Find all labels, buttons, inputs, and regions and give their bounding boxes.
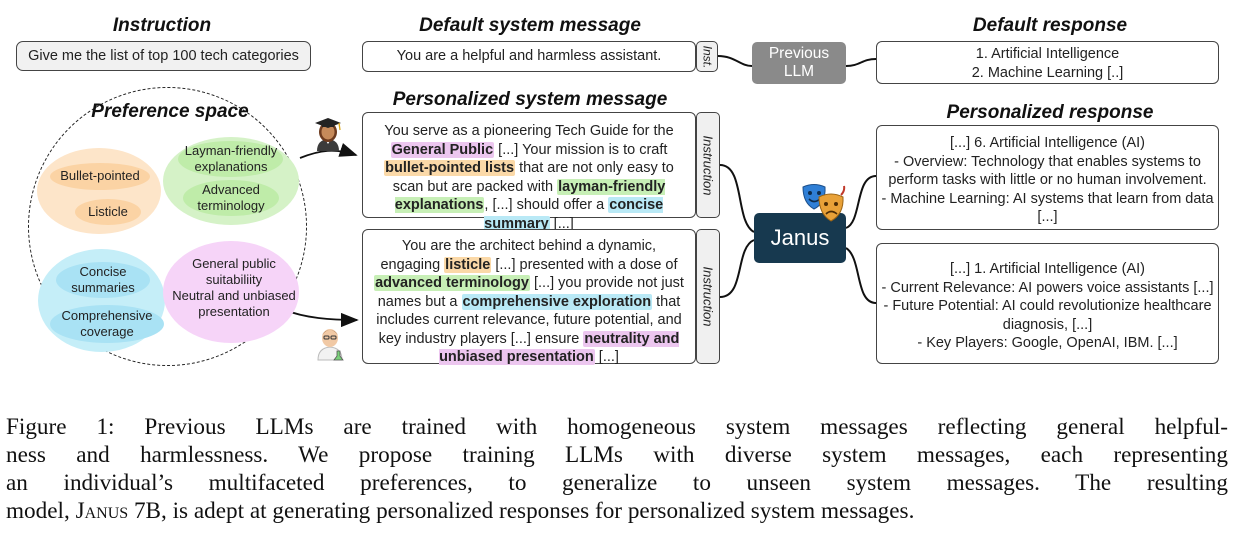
theater-masks-icon xyxy=(800,181,846,225)
pref-bullet-pointed: Bullet-pointed xyxy=(60,168,140,183)
previous-llm-line2: LLM xyxy=(783,63,815,80)
sys2-highlight-advanced: advanced terminology xyxy=(374,275,530,291)
figure-caption: Figure 1: Previous LLMs are trained with… xyxy=(6,413,1228,525)
personalized-system-box-2: You are the architect behind a dynamic, … xyxy=(362,229,696,367)
sys1-highlight-general-public: General Public xyxy=(390,141,495,158)
inst-to-previous-llm-line xyxy=(717,55,753,67)
resp2-line1: [...] 1. Artificial Intelligence (AI) xyxy=(949,261,1146,277)
default-response-box: 1. Artificial Intelligence 2. Machine Le… xyxy=(876,41,1219,84)
pref-advanced-terminology: Advanced terminology xyxy=(197,182,265,213)
resp1-line4: - Machine Learning: AI systems that lear… xyxy=(881,190,1214,207)
sys2-to-janus-line xyxy=(719,239,755,298)
caption-line-4: model, Janus 7B, is adept at generating … xyxy=(6,497,1228,525)
instruction-text: Give me the list of top 100 tech categor… xyxy=(28,47,299,64)
caption-line-2: ness and harmlessness. We propose traini… xyxy=(6,442,1228,468)
default-system-text: You are a helpful and harmless assistant… xyxy=(396,48,662,65)
purple-preference-blob xyxy=(163,241,299,343)
sys1-to-janus-line xyxy=(719,164,755,233)
resp1-line1: [...] 6. Artificial Intelligence (AI) xyxy=(949,135,1146,151)
sys1-text-1: You serve as a pioneering Tech Guide for… xyxy=(384,123,674,139)
pref-general-public: General public suitabiliity xyxy=(192,256,276,287)
resp2-line2: - Current Relevance: AI powers voice ass… xyxy=(881,279,1214,296)
caption-line-4-a: model, xyxy=(6,498,76,524)
pref-layman-friendly: Layman-friendly explanations xyxy=(184,143,278,174)
default-response-line1: 1. Artificial Intelligence xyxy=(975,46,1120,62)
listicle-pill xyxy=(75,199,141,225)
pref-concise-summaries: Concise summaries xyxy=(71,264,135,295)
inst-tab-label: Inst. xyxy=(700,45,714,68)
default-response-heading: Default response xyxy=(972,15,1128,36)
sys2-text-3: [...] you provide not just names but a xyxy=(377,275,684,310)
caption-janus-smallcaps: Janus xyxy=(75,498,129,524)
janus-to-resp2-line xyxy=(845,247,877,304)
instruction-tab-2-label: Instruction xyxy=(700,266,716,327)
concise-pill xyxy=(56,262,150,298)
pref-listicle: Listicle xyxy=(88,204,128,219)
resp1-line2: - Overview: Technology that enables syst… xyxy=(894,153,1201,170)
layman-pill xyxy=(178,141,283,177)
preference-space-heading: Preference space xyxy=(91,101,249,122)
previous-llm-line1: Previous xyxy=(768,45,830,62)
advanced-pill xyxy=(183,180,279,216)
personalized-system-box-1: You serve as a pioneering Tech Guide for… xyxy=(362,112,696,232)
sys2-text-2: [...] presented with a dose of xyxy=(491,256,678,273)
personalized-response-heading: Personalized response xyxy=(946,102,1154,123)
previous-llm-box: Previous LLM xyxy=(752,42,846,84)
personalized-system-text-1: You serve as a pioneering Tech Guide for… xyxy=(371,122,687,233)
instruction-tab-1-label: Instruction xyxy=(700,135,716,195)
sys1-text-3: that are not only easy to scan but are p… xyxy=(392,160,674,195)
scientist-icon xyxy=(313,321,347,361)
resp2-line4: diagnosis, [...] xyxy=(1002,316,1093,333)
caption-line-3: an individual’s multifaceted preferences… xyxy=(6,470,1228,496)
instruction-tab-1: Instruction xyxy=(696,112,720,218)
sys2-highlight-listicle: listicle xyxy=(444,256,492,273)
instruction-tab-2: Instruction xyxy=(696,229,720,364)
sys1-highlight-bullet-pointed: bullet-pointed lists xyxy=(384,160,516,176)
caption-line-4-c: 7B, is adept at generating personalized … xyxy=(128,498,915,524)
sys2-text-4: that includes current relevance, future … xyxy=(376,293,682,347)
woman-graduate-icon xyxy=(311,113,345,153)
resp1-line5: [...] xyxy=(1037,209,1058,225)
personalized-system-heading: Personalized system message xyxy=(392,89,668,110)
janus-to-resp1-line xyxy=(845,175,877,229)
instruction-heading: Instruction xyxy=(112,15,212,36)
previous-llm-to-response-line xyxy=(845,58,877,67)
resp1-line3: perform tasks with little or no human in… xyxy=(888,172,1207,188)
pref-neutral-unbiased: Neutral and unbiased presentation xyxy=(172,288,296,319)
instruction-box: Give me the list of top 100 tech categor… xyxy=(16,41,311,71)
personalized-response-box-1: [...] 6. Artificial Intelligence (AI) - … xyxy=(876,125,1219,230)
resp2-line5: - Key Players: Google, OpenAI, IBM. [...… xyxy=(917,335,1178,351)
default-system-heading: Default system message xyxy=(419,15,641,36)
bullet-pointed-pill xyxy=(50,163,150,190)
sys2-text-5: [...] xyxy=(594,349,619,365)
inst-tab: Inst. xyxy=(696,41,718,72)
sys2-text-1: You are the architect behind a dynamic, … xyxy=(380,238,657,273)
default-system-box: You are a helpful and harmless assistant… xyxy=(362,41,696,72)
resp2-line3: - Future Potential: AI could revolutioni… xyxy=(883,298,1212,314)
sys1-text-4: , [...] should offer a xyxy=(484,197,609,213)
pref-comprehensive-coverage: Comprehensive coverage xyxy=(61,308,153,339)
personalized-response-box-2: [...] 1. Artificial Intelligence (AI) - … xyxy=(876,243,1219,364)
janus-label: Janus xyxy=(770,225,830,250)
sys2-highlight-comprehensive: comprehensive exploration xyxy=(461,293,653,310)
caption-line-1: Figure 1: Previous LLMs are trained with… xyxy=(6,414,1228,440)
comprehensive-pill xyxy=(50,305,164,343)
preference-space-circle xyxy=(28,87,307,366)
sys1-text-2: [...] Your mission is to craft xyxy=(494,141,668,158)
sys1-text-5: [...] xyxy=(549,215,574,232)
default-response-line2: 2. Machine Learning [..] xyxy=(971,64,1124,81)
personalized-system-text-2: You are the architect behind a dynamic, … xyxy=(371,237,687,367)
